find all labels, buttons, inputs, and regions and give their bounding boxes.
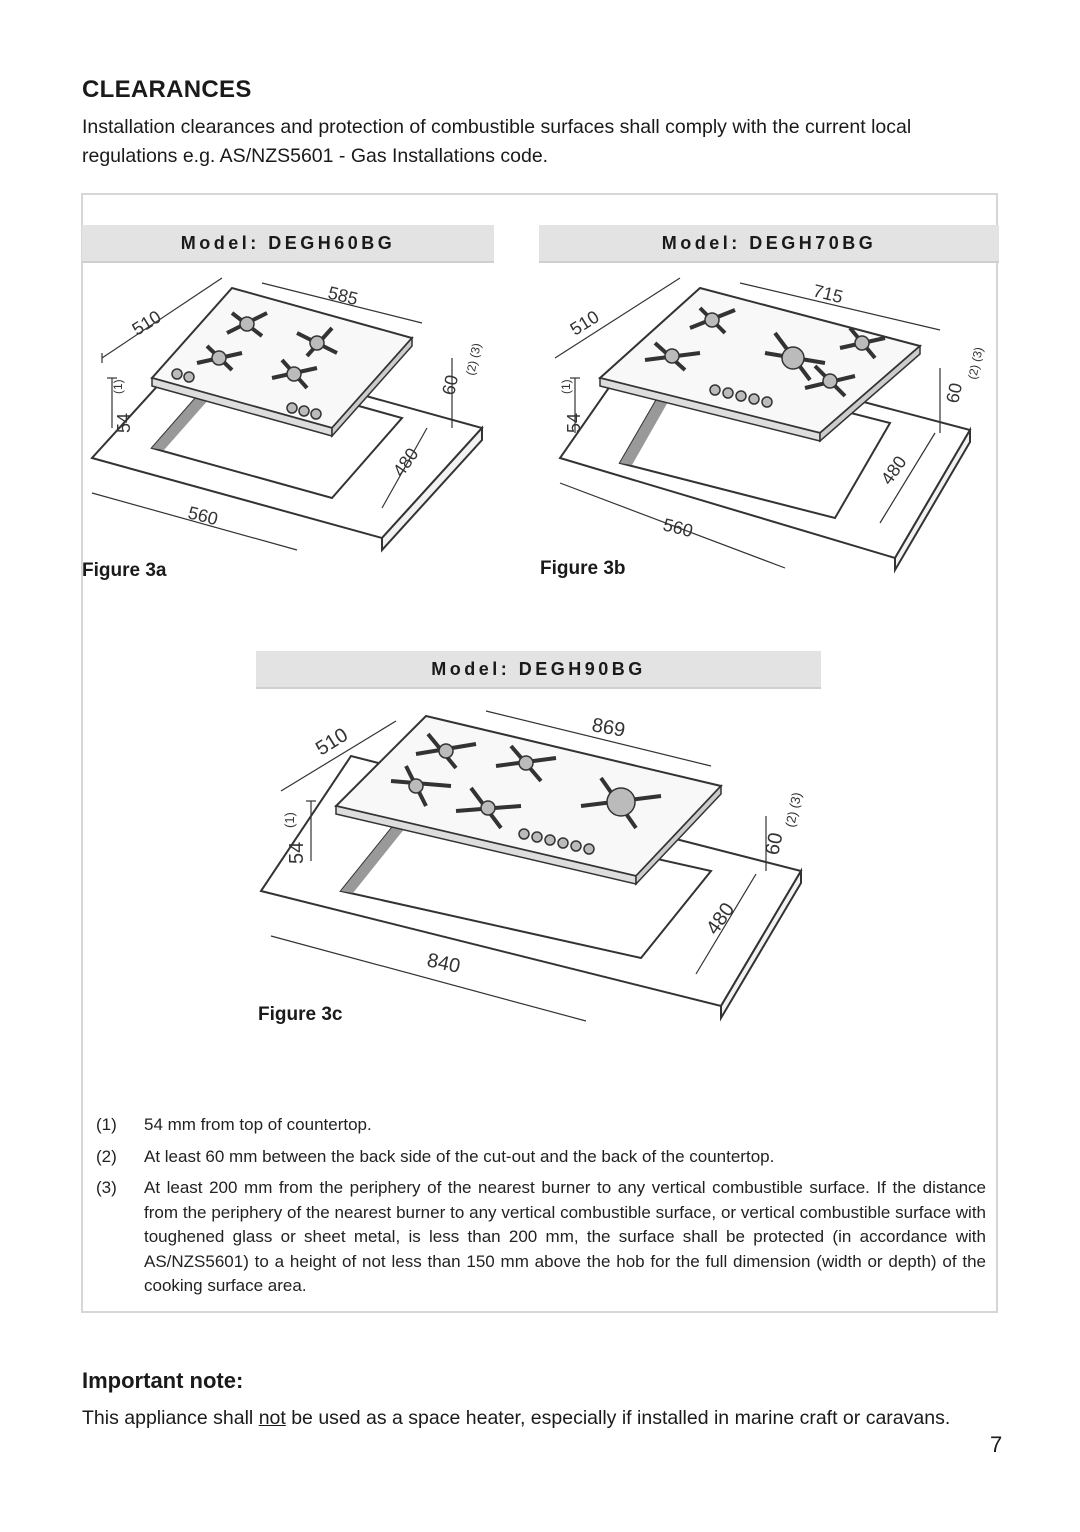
footnote-1: (1) 54 mm from top of countertop.	[96, 1113, 986, 1138]
dim-cutout-width: 560	[661, 514, 695, 541]
page-title: CLEARANCES	[82, 76, 252, 103]
diagram-degh60bg: 510 585 60 (2) (3) 54 (1) 480 560	[90, 277, 484, 553]
dim-gap: 60	[438, 373, 462, 397]
page-number: 7	[990, 1432, 1003, 1457]
footnote-text: At least 60 mm between the back side of …	[144, 1146, 775, 1166]
dim-height: 54	[286, 842, 308, 864]
figure-caption-3b: Figure 3b	[540, 558, 626, 579]
dim-gap-notes: (2) (3)	[782, 791, 804, 829]
footnote-number: (2)	[96, 1146, 117, 1166]
footnote-number: (3)	[96, 1178, 117, 1197]
important-note-text: This appliance shall not be used as a sp…	[82, 1404, 1000, 1432]
dim-height-note: (1)	[282, 812, 297, 828]
dim-cutout-depth: 480	[877, 452, 911, 488]
important-note-heading: Important note:	[82, 1368, 244, 1393]
dim-depth: 510	[567, 307, 603, 340]
footnote-text: 54 mm from top of countertop.	[144, 1115, 372, 1134]
dim-height-note: (1)	[111, 379, 125, 394]
figures-frame	[81, 193, 998, 1313]
dim-gap: 60	[942, 381, 966, 405]
footnotes: (1) 54 mm from top of countertop. (2) At…	[96, 1113, 986, 1306]
dim-width: 715	[811, 280, 845, 307]
footnote-3: (3) At least 200 mm from the periphery o…	[96, 1176, 986, 1299]
model-header-degh70bg: Model: DEGH70BG	[539, 225, 999, 263]
dim-height: 54	[114, 413, 134, 433]
model-header-degh60bg: Model: DEGH60BG	[82, 225, 494, 263]
dim-gap: 60	[761, 831, 787, 857]
dim-height-note: (1)	[559, 379, 573, 394]
dim-cutout-depth: 480	[389, 444, 423, 480]
dim-depth: 510	[312, 724, 352, 760]
important-text-underlined: not	[258, 1407, 286, 1429]
model-header-degh90bg: Model: DEGH90BG	[256, 651, 821, 689]
dim-cutout-depth: 480	[702, 899, 739, 939]
footnote-2: (2) At least 60 mm between the back side…	[96, 1145, 986, 1170]
dim-width: 585	[326, 282, 360, 309]
dim-cutout-width: 840	[425, 949, 462, 977]
figure-caption-3a: Figure 3a	[82, 560, 167, 581]
dim-gap-notes: (2) (3)	[463, 342, 483, 377]
dim-depth: 510	[129, 307, 165, 340]
diagram-degh70bg: 510 715 60 (2) (3) 54 (1) 480 560	[554, 277, 986, 574]
dim-height: 54	[564, 413, 584, 433]
figure-caption-3c: Figure 3c	[258, 1004, 343, 1025]
footnote-text: At least 200 mm from the periphery of th…	[144, 1178, 986, 1295]
dim-gap-notes: (2) (3)	[965, 346, 985, 381]
diagram-degh90bg: 510 869 60 (2) (3) 54 (1) 480 840	[259, 710, 804, 1022]
important-text-part: be used as a space heater, especially if…	[285, 1407, 951, 1429]
dim-cutout-width: 560	[186, 502, 220, 529]
important-text-part: This appliance shall	[82, 1407, 259, 1429]
intro-paragraph: Installation clearances and protection o…	[82, 116, 912, 167]
footnote-number: (1)	[96, 1115, 117, 1134]
